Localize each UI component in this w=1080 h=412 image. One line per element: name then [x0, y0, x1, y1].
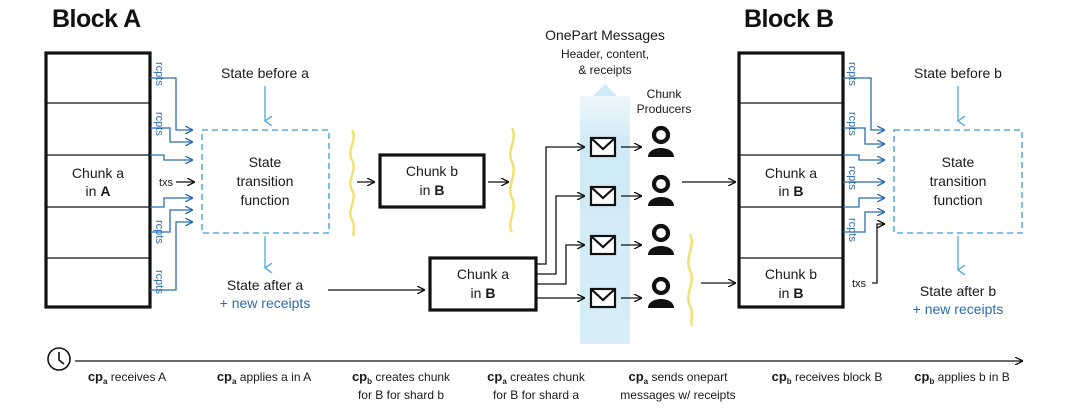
block-b-txs: txs	[852, 278, 867, 290]
onepart-sub2: & receipts	[578, 63, 631, 77]
producers-label-1: Chunk	[647, 87, 683, 101]
block-b-rcpts-4: rcpts	[846, 218, 858, 242]
envelope-icon	[589, 287, 617, 309]
block-a-txs: txs	[159, 177, 174, 189]
wave-2	[509, 127, 515, 233]
timeline-step-line2: for B for shard b	[358, 388, 444, 402]
timeline-step: cpb applies b in B	[914, 369, 1009, 386]
person-icon	[648, 128, 674, 157]
timeline-step: cpa applies a in A	[217, 369, 311, 386]
block-b-rcpts-2: rcpts	[846, 112, 858, 136]
onepart-title: OnePart Messages	[545, 27, 665, 43]
producers-label-2: Producers	[637, 102, 692, 116]
timeline-step-line1: cpb applies b in B	[914, 369, 1009, 386]
block-a-chunk-label-1: Chunk a	[72, 165, 124, 181]
block-b-rcpts-1: rcpts	[846, 62, 858, 86]
timeline-step-line1: cpa applies a in A	[217, 369, 311, 386]
person-icon	[648, 177, 674, 206]
onepart-sub1: Header, content,	[561, 47, 649, 61]
block-a-rcpts-3: rcpts	[153, 220, 165, 244]
timeline-step-line1: cpb creates chunk	[352, 369, 451, 386]
stf-left-line2: transition	[237, 173, 294, 189]
block-a-rcpts-1: rcpts	[153, 62, 165, 86]
block-a-rcpts-4: rcpts	[153, 270, 165, 294]
envelope-icon	[589, 185, 617, 207]
block-b-chunk-b-1: Chunk b	[765, 266, 817, 282]
person-icon	[648, 226, 674, 255]
envelope-icon	[589, 136, 617, 158]
state-before-b: State before b	[914, 65, 1002, 81]
timeline-step: cpa receives A	[88, 369, 166, 386]
chunk-b-in-b-middle: Chunk b in B	[378, 153, 486, 209]
chunk-b-middle-line1: Chunk b	[406, 163, 458, 179]
block-a-title: Block A	[52, 5, 141, 33]
message-rows	[589, 128, 674, 309]
stf-left: State transition function	[201, 129, 330, 234]
state-after-b: State after b	[920, 283, 996, 299]
person-icon	[648, 279, 674, 308]
timeline-step-line1: cpa receives A	[88, 369, 166, 386]
state-after-a: State after a	[227, 277, 303, 293]
envelope-icon	[589, 234, 617, 256]
timeline-step: cpb creates chunk for B for shard b	[352, 369, 451, 402]
timeline-step: cpa sends onepart messages w/ receipts	[620, 369, 735, 402]
block-b: Chunk a in B Chunk b in B	[737, 51, 845, 309]
block-b-rcpts-3: rcpts	[846, 166, 858, 190]
chunk-a-middle-line1: Chunk a	[457, 266, 509, 282]
timeline-step: cpa creates chunk for B for shard a	[487, 369, 586, 402]
timeline-step-line2: for B for shard a	[493, 388, 579, 402]
block-b-chunk-b-2: in B	[779, 285, 804, 301]
timeline-step-line1: cpa creates chunk	[487, 369, 586, 386]
timeline-step-line1: cpb receives block B	[772, 369, 883, 386]
fanout-arrows	[536, 147, 584, 298]
block-b-chunk-a-1: Chunk a	[765, 165, 817, 181]
chunk-a-in-b-middle: Chunk a in B	[428, 256, 538, 312]
stf-left-line1: State	[249, 154, 282, 170]
timeline-step-line1: cpa sends onepart	[628, 369, 728, 386]
block-b-chunk-a-2: in B	[779, 183, 804, 199]
block-a-chunk-label-2: in A	[86, 183, 111, 199]
state-before-a: State before a	[221, 65, 309, 81]
chunk-b-middle-line2: in B	[420, 182, 445, 198]
block-b-title: Block B	[744, 5, 834, 33]
block-a-rcpts-2: rcpts	[153, 112, 165, 136]
wave-1	[349, 129, 356, 237]
block-a-connectors	[150, 77, 194, 291]
chunk-a-middle-line2: in B	[471, 285, 496, 301]
timeline-steps: cpa receives A cpa applies a in A cpb crea…	[88, 369, 1010, 402]
block-a: Chunk a in A	[44, 51, 152, 309]
timeline-step: cpb receives block B	[772, 369, 883, 386]
stf-right: State transition function	[893, 129, 1023, 234]
block-b-connectors	[843, 77, 884, 284]
new-receipts-a: + new receipts	[220, 295, 311, 311]
stf-right-line1: State	[942, 154, 975, 170]
clock-icon	[47, 347, 71, 371]
wave-3	[687, 233, 694, 327]
stf-right-line2: transition	[930, 173, 987, 189]
stf-right-line3: function	[933, 192, 982, 208]
new-receipts-b: + new receipts	[913, 301, 1004, 317]
timeline-step-line2: messages w/ receipts	[620, 388, 735, 402]
stf-left-line3: function	[240, 192, 289, 208]
